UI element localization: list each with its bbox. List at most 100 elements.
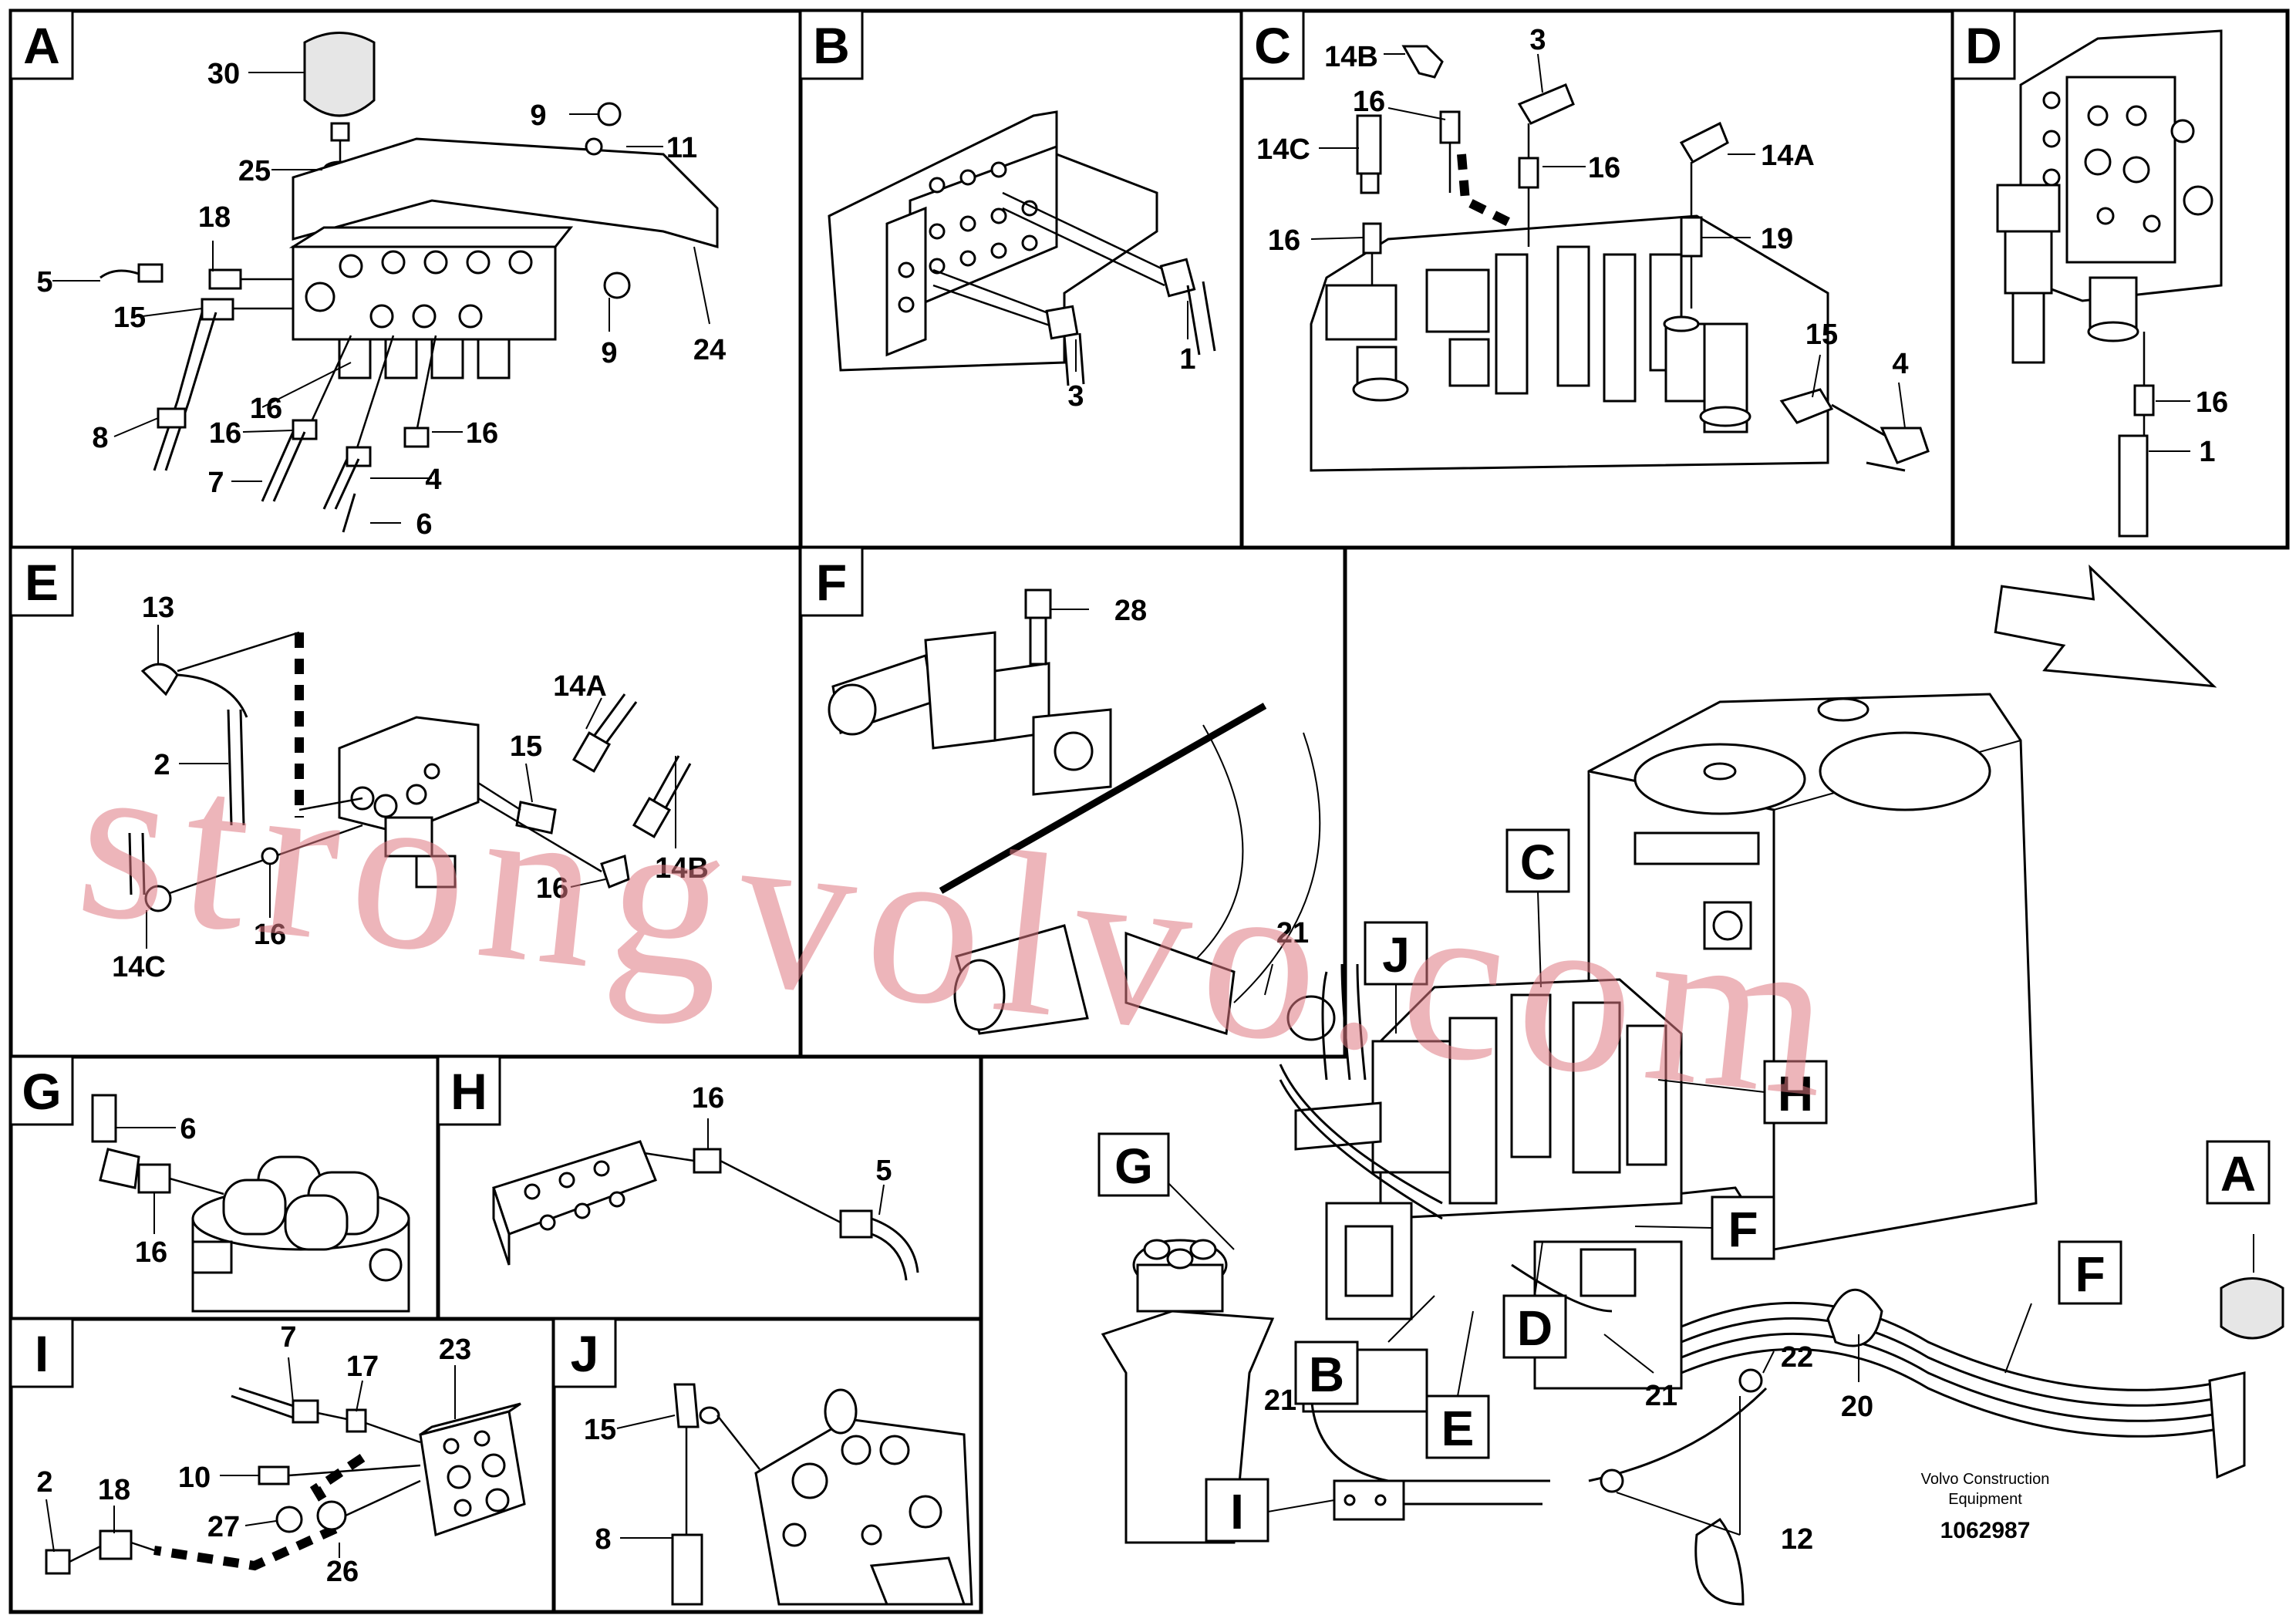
label-a-16-b: 16 <box>209 417 241 450</box>
panel-a-letter: A <box>23 17 60 74</box>
label-e-16-bottom: 16 <box>254 919 286 951</box>
label-e-14b: 14B <box>655 852 709 885</box>
panel-d-letter: D <box>1965 17 2002 74</box>
label-e-14a: 14A <box>553 670 607 703</box>
label-h-16: 16 <box>692 1082 724 1114</box>
credit-line1: Volvo Construction <box>1921 1471 2050 1488</box>
label-c-16-mid: 16 <box>1588 152 1620 184</box>
label-j-8: 8 <box>595 1523 611 1556</box>
label-b-1: 1 <box>1179 343 1195 376</box>
callout-h: H <box>1778 1066 1813 1121</box>
label-overview-22: 22 <box>1781 1341 1813 1374</box>
callout-d: D <box>1517 1300 1553 1356</box>
panel-j-drawing: 15 8 <box>584 1383 973 1606</box>
label-i-17: 17 <box>346 1351 379 1383</box>
label-d-1: 1 <box>2199 436 2215 468</box>
label-c-14b: 14B <box>1324 41 1378 73</box>
callout-c: C <box>1520 835 1556 890</box>
label-g-16: 16 <box>135 1236 167 1269</box>
label-a-24: 24 <box>693 334 726 366</box>
callout-f-lower: F <box>2075 1246 2105 1302</box>
label-h-5: 5 <box>875 1155 892 1187</box>
panel-h-letter: H <box>450 1063 487 1120</box>
label-overview-21-right: 21 <box>1645 1380 1677 1412</box>
label-i-23: 23 <box>439 1334 471 1366</box>
label-overview-21-left: 21 <box>1264 1384 1296 1417</box>
callout-b: B <box>1309 1347 1344 1402</box>
label-c-15: 15 <box>1805 319 1838 351</box>
callout-i: I <box>1230 1484 1244 1539</box>
panel-h-drawing: 16 5 <box>492 1082 919 1281</box>
label-i-18: 18 <box>98 1474 130 1506</box>
label-j-15: 15 <box>584 1414 616 1446</box>
panel-i-letter: I <box>35 1325 49 1382</box>
label-a-9-bottom: 9 <box>601 337 617 369</box>
overview-labels: 22 20 21 21 12 <box>1264 1341 1873 1556</box>
label-a-30: 30 <box>207 58 240 90</box>
label-i-26: 26 <box>326 1556 359 1588</box>
panel-g-drawing: 6 16 <box>91 1094 410 1313</box>
label-c-16-left: 16 <box>1268 224 1300 257</box>
label-c-14c: 14C <box>1256 133 1310 166</box>
overview-callouts: C J H G F D B E I F A <box>1097 828 2271 1543</box>
panel-j-letter: J <box>571 1325 599 1382</box>
watermark: strongvolvo.com <box>68 707 1855 1148</box>
panel-e-drawing: 13 14A 15 2 14B 16 16 14C <box>112 592 709 983</box>
callout-e: E <box>1441 1401 1475 1456</box>
panel-c-letter: C <box>1254 17 1291 74</box>
callout-f-upper: F <box>1728 1202 1758 1257</box>
label-i-2: 2 <box>36 1466 52 1499</box>
label-a-4: 4 <box>425 464 441 496</box>
label-c-16-top: 16 <box>1353 86 1385 118</box>
label-e-2: 2 <box>153 749 170 781</box>
label-a-9-top: 9 <box>530 99 546 132</box>
callout-a: A <box>2220 1146 2256 1202</box>
label-d-16: 16 <box>2196 386 2228 419</box>
label-i-27: 27 <box>207 1511 240 1543</box>
label-i-7: 7 <box>280 1321 296 1354</box>
credit-line2: Equipment <box>1948 1491 2022 1508</box>
panel-b-drawing: 1 3 <box>828 110 1216 413</box>
credit-block: Volvo Construction Equipment 1062987 <box>1921 1471 2050 1543</box>
callout-j: J <box>1382 927 1410 983</box>
label-a-16-a: 16 <box>250 393 282 425</box>
panel-frames <box>8 8 2290 1614</box>
label-e-13: 13 <box>142 592 174 624</box>
panel-e-letter: E <box>25 554 59 611</box>
panel-f-drawing: 28 21 <box>828 588 1336 1041</box>
label-overview-20: 20 <box>1841 1391 1873 1423</box>
label-a-6: 6 <box>416 508 432 541</box>
label-f-21: 21 <box>1276 917 1309 949</box>
panel-i-drawing: 7 17 23 18 2 10 27 26 <box>36 1321 526 1588</box>
panel-b-letter: B <box>813 17 850 74</box>
panel-f-letter: F <box>816 554 847 611</box>
label-g-6: 6 <box>180 1113 196 1145</box>
label-e-16-right: 16 <box>536 872 568 905</box>
label-a-25: 25 <box>238 155 271 187</box>
panel-a-drawing: 30 25 9 11 18 5 15 8 16 16 16 7 4 6 9 24 <box>36 32 726 541</box>
label-a-15: 15 <box>113 302 146 334</box>
panel-d-drawing: 16 1 <box>1996 29 2228 538</box>
label-e-14c: 14C <box>112 951 166 983</box>
label-overview-12: 12 <box>1781 1523 1813 1556</box>
panel-c-drawing: 14B 3 16 14C 16 14A 16 19 15 4 <box>1256 24 1930 472</box>
label-c-19: 19 <box>1761 223 1793 255</box>
label-a-5: 5 <box>36 266 52 298</box>
document-number: 1062987 <box>1940 1518 2031 1543</box>
label-b-3: 3 <box>1067 380 1084 413</box>
label-c-14a: 14A <box>1761 140 1815 172</box>
label-i-10: 10 <box>178 1462 211 1494</box>
label-a-8: 8 <box>92 422 108 454</box>
label-a-18: 18 <box>198 201 231 234</box>
overview-drawing <box>1101 564 2284 1606</box>
label-e-15: 15 <box>510 730 542 763</box>
label-c-4: 4 <box>1892 348 1908 380</box>
label-f-28: 28 <box>1114 595 1147 627</box>
callout-g: G <box>1114 1138 1153 1194</box>
label-a-11: 11 <box>666 132 697 164</box>
label-c-3: 3 <box>1529 24 1546 56</box>
panel-letters: A B C D E F G H I J <box>9 9 2016 1388</box>
label-a-16-c: 16 <box>466 417 498 450</box>
panel-g-letter: G <box>22 1063 61 1120</box>
label-a-7: 7 <box>207 467 224 499</box>
